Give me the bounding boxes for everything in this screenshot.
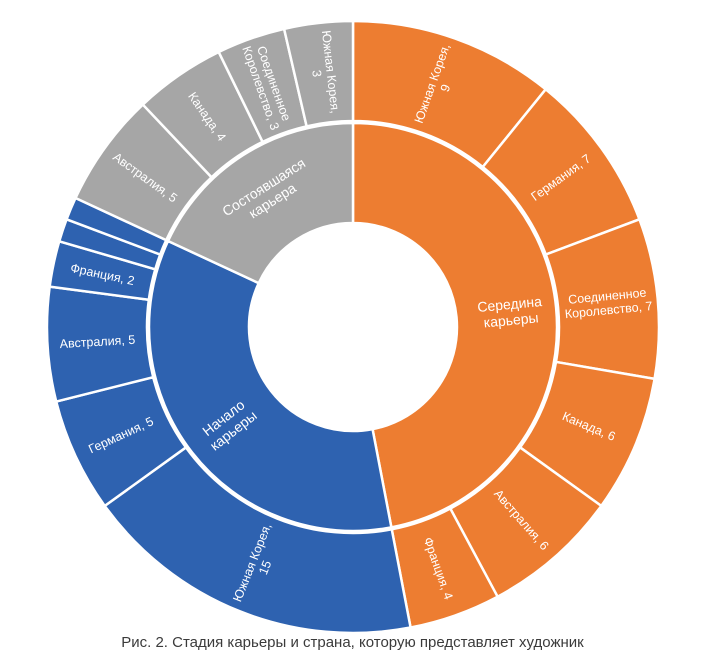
inner-segment-label-mid-career: Серединакарьеры	[477, 293, 545, 331]
outer-segment-established-career-south-korea-3	[282, 19, 355, 128]
inner-segment-early-career	[147, 239, 393, 533]
figure-caption: Рис. 2. Стадия карьеры и страна, которую…	[121, 634, 584, 651]
inner-segment-established-career	[166, 121, 355, 285]
outer-segment-label-early-career-australia-5: Австралия, 5	[59, 333, 135, 351]
inner-segment-mid-career	[351, 121, 559, 529]
